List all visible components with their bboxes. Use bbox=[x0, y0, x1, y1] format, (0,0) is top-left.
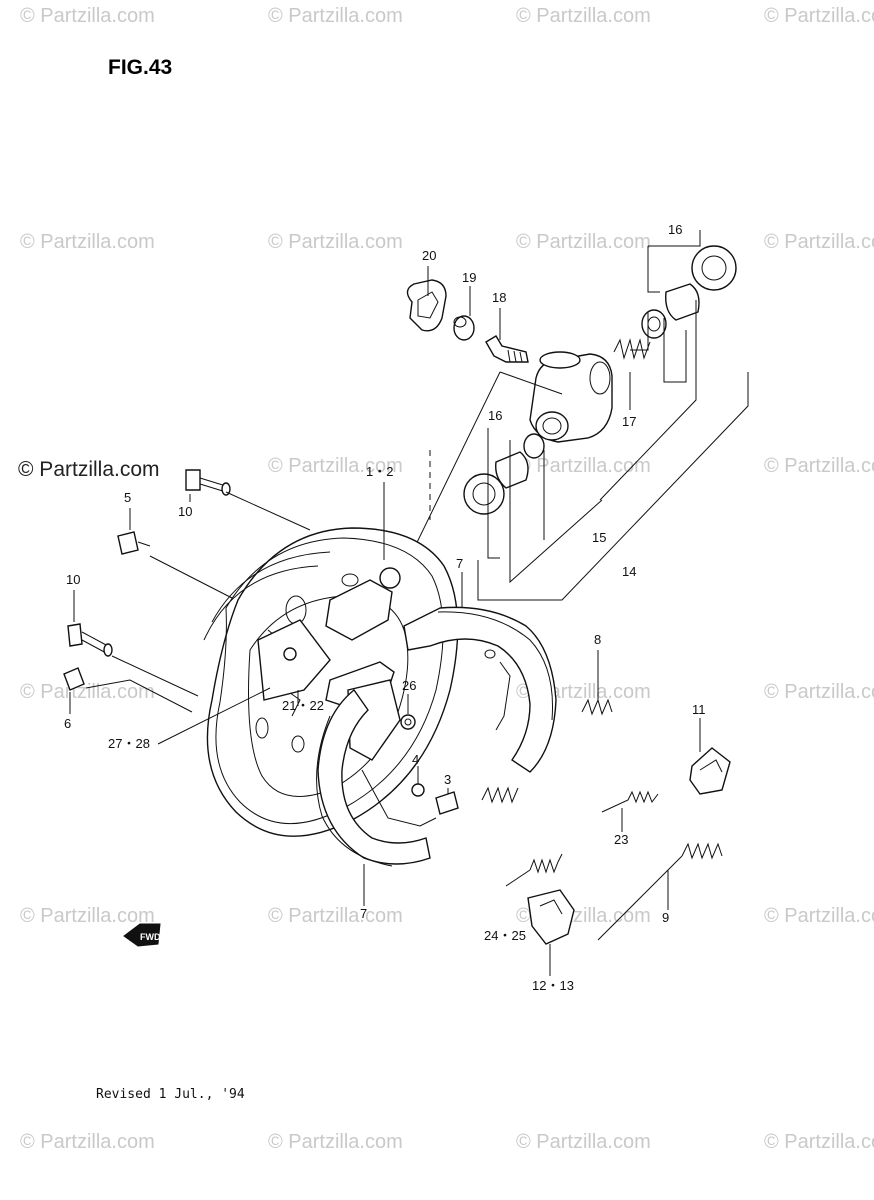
bolt-part bbox=[117, 531, 139, 555]
watermark: © Partzilla.com bbox=[764, 231, 874, 253]
return-spring-part bbox=[581, 698, 613, 716]
shoe-clip-part bbox=[689, 747, 731, 795]
hold-down-clip-part bbox=[527, 889, 575, 945]
dust-boot-part bbox=[463, 473, 505, 515]
callout-label: 5 bbox=[124, 490, 131, 505]
watermark: © Partzilla.com bbox=[764, 5, 874, 27]
piston-cup-part bbox=[523, 433, 545, 459]
bleeder-cap-small-part bbox=[453, 315, 475, 341]
watermark: © Partzilla.com bbox=[516, 455, 651, 477]
watermark: © Partzilla.com bbox=[764, 905, 874, 927]
piston-part bbox=[665, 283, 700, 321]
callout-label: 27・28 bbox=[108, 736, 150, 751]
callout-label: 15 bbox=[592, 530, 606, 545]
watermark: © Partzilla.com bbox=[516, 5, 651, 27]
wheel-cylinder-group bbox=[349, 230, 749, 681]
bolt-part bbox=[185, 469, 201, 491]
callout-label: 21・22 bbox=[282, 698, 324, 713]
callout-label: 26 bbox=[402, 678, 416, 693]
return-spring-part bbox=[481, 786, 519, 804]
left-bolts-group bbox=[63, 469, 311, 713]
watermark: © Partzilla.com bbox=[764, 681, 874, 703]
watermark: © Partzilla.com bbox=[20, 905, 155, 927]
strut-lever-group bbox=[257, 567, 401, 761]
callout-label: 18 bbox=[492, 290, 506, 305]
watermark: © Partzilla.com bbox=[268, 905, 403, 927]
brake-shoe-part bbox=[403, 606, 557, 773]
watermark: © Partzilla.com bbox=[516, 1131, 651, 1153]
hold-down-spring-part bbox=[529, 853, 563, 874]
figure-title: FIG.43 bbox=[108, 56, 172, 79]
revised-date-note: Revised 1 Jul., '94 bbox=[96, 1087, 245, 1102]
tension-spring-part bbox=[681, 842, 723, 860]
watermark-prominent: © Partzilla.com bbox=[18, 458, 160, 481]
callout-label: 16 bbox=[488, 408, 502, 423]
watermark: © Partzilla.com bbox=[20, 681, 155, 703]
fwd-arrow: FWD bbox=[123, 923, 161, 947]
leader-lines bbox=[69, 266, 701, 976]
bolt-part bbox=[67, 623, 83, 647]
callout-label: 14 bbox=[622, 564, 636, 579]
callout-label: 19 bbox=[462, 270, 476, 285]
callout-label: 10 bbox=[66, 572, 80, 587]
brake-shoe-part bbox=[317, 688, 431, 865]
parking-lever-part bbox=[257, 619, 331, 701]
callout-label: 3 bbox=[444, 772, 451, 787]
bolt-part bbox=[435, 791, 459, 815]
hardware-group bbox=[400, 698, 731, 945]
watermark: © Partzilla.com bbox=[268, 231, 403, 253]
bleeder-screw-part bbox=[485, 335, 529, 363]
watermark: © Partzilla.com bbox=[764, 1131, 874, 1153]
callout-label: 17 bbox=[622, 414, 636, 429]
callout-label: 1・2 bbox=[366, 464, 393, 479]
callout-label: 24・25 bbox=[484, 928, 526, 943]
watermark: © Partzilla.com bbox=[764, 455, 874, 477]
callout-label: 9 bbox=[662, 910, 669, 925]
watermark: © Partzilla.com bbox=[20, 1131, 155, 1153]
dust-boot-part bbox=[691, 245, 737, 291]
watermark: © Partzilla.com bbox=[20, 5, 155, 27]
pin-part bbox=[411, 783, 425, 797]
piston-part bbox=[495, 451, 529, 489]
callout-label: 11 bbox=[692, 702, 706, 717]
callout-label: 16 bbox=[668, 222, 682, 237]
adjuster-spring-part bbox=[601, 790, 659, 813]
watermark: © Partzilla.com bbox=[268, 5, 403, 27]
callout-label: 7 bbox=[360, 906, 367, 921]
brake-shoes-group bbox=[316, 606, 557, 867]
nut-part bbox=[63, 667, 85, 691]
nut-part bbox=[400, 714, 416, 730]
bleeder-cap-part bbox=[406, 279, 447, 332]
watermark: © Partzilla.com bbox=[268, 1131, 403, 1153]
adjuster-lever-part bbox=[325, 579, 393, 641]
watermark: © Partzilla.com bbox=[516, 231, 651, 253]
watermark: © Partzilla.com bbox=[268, 455, 403, 477]
callout-label: 23 bbox=[614, 832, 628, 847]
callout-label: 12・13 bbox=[532, 978, 574, 993]
callout-labels: 20 19 18 16 16 17 15 14 1・2 10 5 10 6 27… bbox=[64, 222, 706, 993]
cylinder-spring-part bbox=[613, 338, 651, 360]
callout-label: 7 bbox=[456, 556, 463, 571]
fwd-label: FWD bbox=[140, 932, 161, 942]
callout-label: 4 bbox=[412, 752, 419, 767]
callout-label: 20 bbox=[422, 248, 436, 263]
callout-label: 8 bbox=[594, 632, 601, 647]
piston-cup-part bbox=[641, 309, 667, 339]
callout-label: 6 bbox=[64, 716, 71, 731]
callout-label: 10 bbox=[178, 504, 192, 519]
watermark: © Partzilla.com bbox=[20, 231, 155, 253]
